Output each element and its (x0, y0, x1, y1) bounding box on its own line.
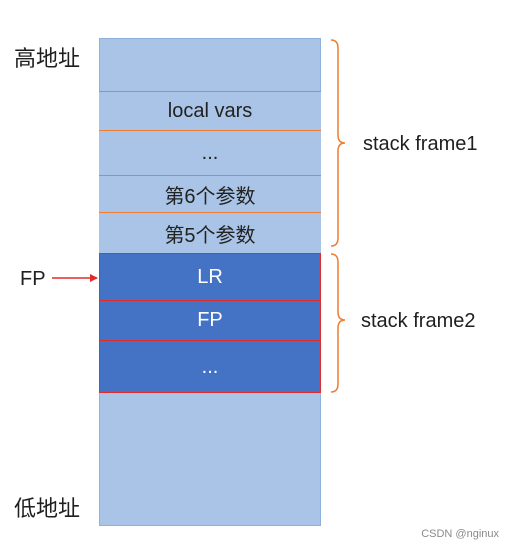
frame2-cell-ellipsis: ... (99, 341, 321, 393)
fp-pointer-label: FP (20, 268, 46, 290)
frame2-divider (99, 300, 321, 301)
stack-frame2-label: stack frame2 (361, 310, 476, 332)
frame2-brace (330, 253, 346, 393)
frame1-cell-local-vars: local vars (99, 92, 321, 130)
frame1-top-divider (99, 91, 321, 92)
frame2-divider (99, 340, 321, 341)
watermark: CSDN @nginux (421, 528, 499, 540)
frame2-cell-fp: FP (99, 301, 321, 340)
frame1-cell-arg6: 第6个参数 (99, 176, 321, 212)
frame1-cell-arg5: 第5个参数 (99, 213, 321, 253)
stack-frame1-label: stack frame1 (363, 133, 478, 155)
frame1-divider (99, 130, 321, 131)
low-address-label: 低地址 (14, 496, 81, 521)
frame1-divider (99, 212, 321, 213)
frame1-divider (99, 175, 321, 176)
frame1-cell-ellipsis: ... (99, 131, 321, 175)
frame1-brace (330, 39, 346, 247)
high-address-label: 高地址 (14, 46, 81, 71)
frame2-cell-lr: LR (99, 254, 321, 300)
